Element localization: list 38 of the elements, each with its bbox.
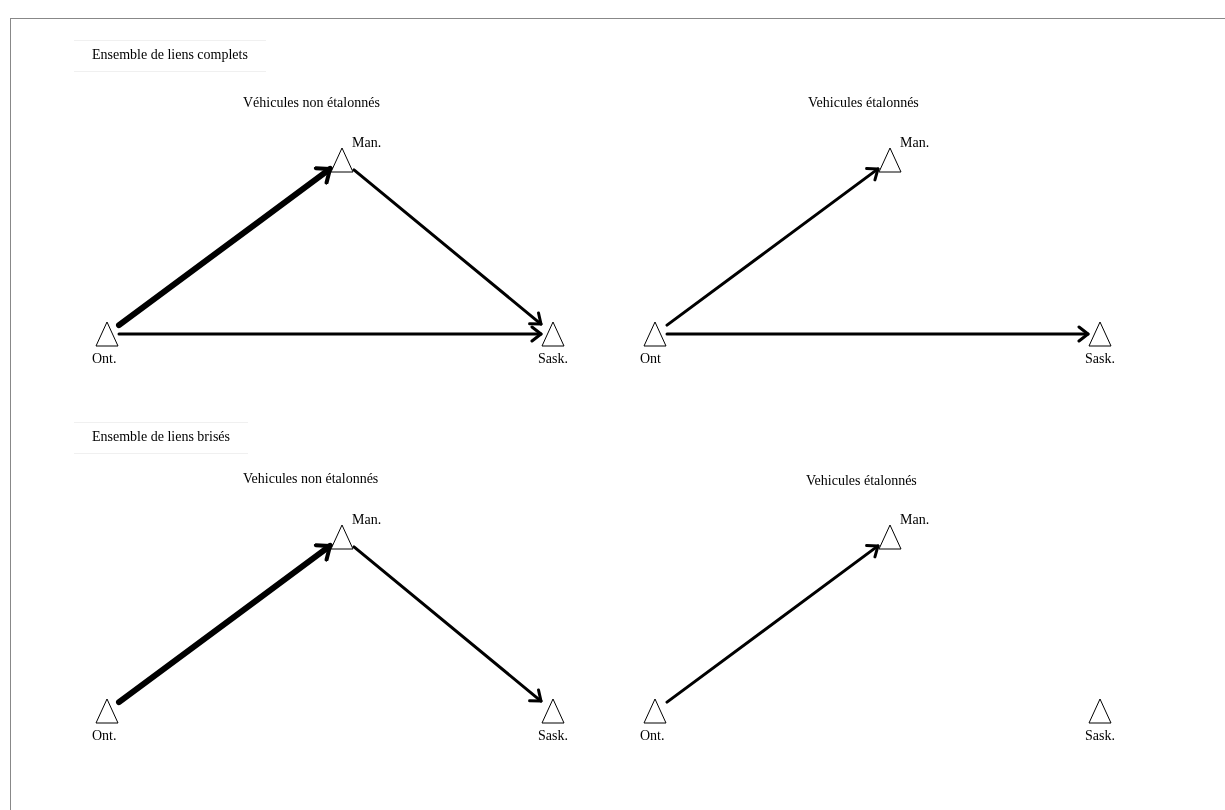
triangle-symbol [541,321,565,347]
panel-title: Vehicules non étalonnés [242,470,380,488]
panel-title: Vehicules étalonnés [805,472,918,490]
triangle-symbol [330,524,354,550]
arrow [665,325,1090,343]
triangle-symbol [1088,698,1112,724]
arrow [352,168,543,326]
panel-title: Vehicules étalonnés [807,94,920,112]
station-label: Man. [900,135,930,151]
triangle-symbol [330,147,354,173]
triangle-symbol [643,321,667,347]
arrow [665,167,880,327]
triangle-symbol [878,147,902,173]
station-label: Ont [640,351,661,367]
triangle-symbol [541,698,565,724]
section-heading: Ensemble de liens complets [74,40,266,72]
station-label: Man. [352,512,382,528]
station-label: Sask. [538,351,568,367]
arrow [117,325,543,343]
panel-title: Véhicules non étalonnés [242,94,381,112]
station-label: Man. [352,135,382,151]
station-label: Sask. [1085,351,1115,367]
triangle-symbol [643,698,667,724]
arrow [665,544,880,704]
triangle-symbol [1088,321,1112,347]
station-label: Sask. [538,728,568,744]
triangle-symbol [95,321,119,347]
station-label: Ont. [92,728,117,744]
triangle-symbol [878,524,902,550]
section-heading: Ensemble de liens brisés [74,422,249,454]
station-label: Ont. [640,728,665,744]
station-label: Man. [900,512,930,528]
station-label: Sask. [1085,728,1115,744]
triangle-symbol [95,698,119,724]
station-label: Ont. [92,351,117,367]
arrow [116,542,333,706]
arrow [352,545,543,703]
arrow [116,165,333,329]
